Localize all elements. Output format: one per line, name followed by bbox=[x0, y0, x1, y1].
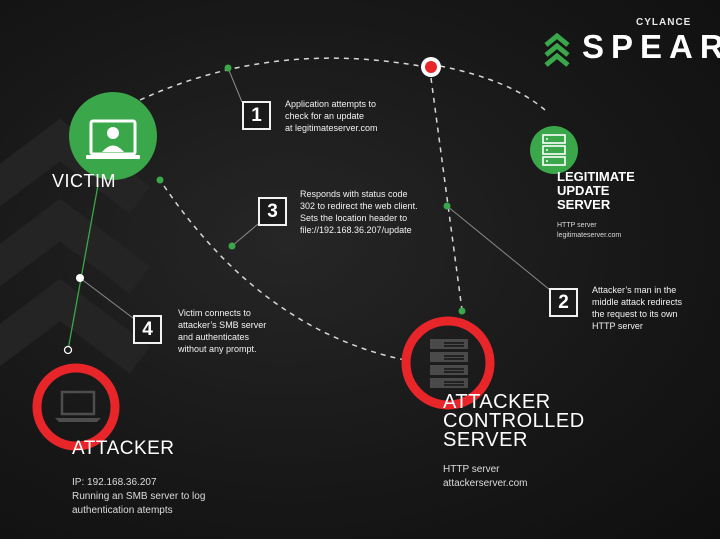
leader-step-2 bbox=[446, 205, 551, 291]
attacker-detail-line: IP: 192.168.36.207 bbox=[72, 477, 157, 488]
step-line: check for an update bbox=[285, 111, 365, 121]
legit-detail-line: HTTP server bbox=[557, 222, 597, 229]
attacker-server-details: HTTP server attackerserver.com bbox=[443, 463, 583, 491]
step-line: the request to its own bbox=[592, 309, 678, 319]
legit-server-title: LEGITIMATE UPDATE SERVER bbox=[557, 170, 657, 212]
step-line: 302 to redirect the web client. bbox=[300, 201, 418, 211]
brand-company: CYLANCE bbox=[636, 17, 692, 28]
step-4-badge: 4 bbox=[133, 315, 162, 344]
marker-step-4 bbox=[76, 274, 84, 282]
step-line: Victim connects to bbox=[178, 308, 251, 318]
legit-detail-line: legitimateserver.com bbox=[557, 232, 622, 239]
step-3-text: Responds with status code 302 to redirec… bbox=[300, 188, 470, 236]
marker-response-start bbox=[156, 176, 164, 184]
marker-attacker-in bbox=[63, 345, 73, 355]
arc-intercept-to-legit bbox=[439, 65, 546, 111]
step-line: Sets the location header to bbox=[300, 213, 408, 223]
line-victim-to-attacker bbox=[67, 184, 99, 351]
attacker-icon bbox=[32, 363, 120, 451]
step-3-badge: 3 bbox=[258, 197, 287, 226]
step-line: Responds with status code bbox=[300, 189, 408, 199]
step-1-text: Application attempts to check for an upd… bbox=[285, 98, 445, 134]
legit-server-details: HTTP server legitimateserver.com bbox=[557, 221, 667, 241]
legit-title-line: LEGITIMATE bbox=[557, 169, 635, 184]
arc-victim-to-intercept bbox=[139, 57, 421, 101]
step-4-text: Victim connects to attacker’s SMB server… bbox=[178, 307, 308, 355]
marker-step-1 bbox=[224, 64, 232, 72]
attacker-server-title-line: ATTACKER bbox=[443, 391, 551, 413]
victim-icon bbox=[69, 92, 157, 180]
leader-step-1 bbox=[227, 67, 243, 103]
attacker-label: ATTACKER bbox=[72, 438, 175, 459]
step-line: and authenticates bbox=[178, 332, 250, 342]
spear-chevron-icon bbox=[544, 33, 570, 67]
attacker-server-icon bbox=[401, 316, 495, 410]
attacker-server-title-line: SERVER bbox=[443, 429, 528, 451]
step-1-badge: 1 bbox=[242, 101, 271, 130]
attacker-server-detail-line: attackerserver.com bbox=[443, 478, 528, 489]
legit-title-line: SERVER bbox=[557, 197, 611, 212]
attacker-server-detail-line: HTTP server bbox=[443, 464, 500, 475]
legit-title-line: UPDATE bbox=[557, 183, 610, 198]
attacker-server-title: ATTACKER CONTROLLED SERVER bbox=[443, 391, 585, 451]
attacker-detail-line: Running an SMB server to log bbox=[72, 491, 206, 502]
step-2-text: Attacker’s man in the middle attack redi… bbox=[592, 284, 717, 332]
attacker-detail-line: authentication atempts bbox=[72, 505, 173, 516]
leader-step-3 bbox=[231, 223, 259, 247]
background-chevrons bbox=[0, 118, 151, 374]
legit-server-icon bbox=[530, 126, 578, 174]
leader-step-4 bbox=[79, 277, 134, 319]
marker-step-3 bbox=[228, 242, 236, 250]
step-line: attacker’s SMB server bbox=[178, 320, 267, 330]
step-line: Attacker’s man in the bbox=[592, 285, 677, 295]
step-line: HTTP server bbox=[592, 321, 643, 331]
marker-step-2 bbox=[443, 202, 451, 210]
marker-attacker-server-in bbox=[458, 307, 466, 315]
attacker-server-title-line: CONTROLLED bbox=[443, 410, 585, 432]
step-2-badge: 2 bbox=[549, 288, 578, 317]
victim-label: VICTIM bbox=[52, 171, 116, 191]
step-line: without any prompt. bbox=[178, 344, 257, 354]
step-line: middle attack redirects bbox=[592, 297, 683, 307]
step-line: at legitimateserver.com bbox=[285, 123, 378, 133]
step-line: file://192.168.36.207/update bbox=[300, 225, 412, 235]
attacker-details: IP: 192.168.36.207 Running an SMB server… bbox=[72, 476, 272, 518]
brand-product: SPEAR bbox=[582, 28, 720, 65]
step-line: Application attempts to bbox=[285, 99, 377, 109]
